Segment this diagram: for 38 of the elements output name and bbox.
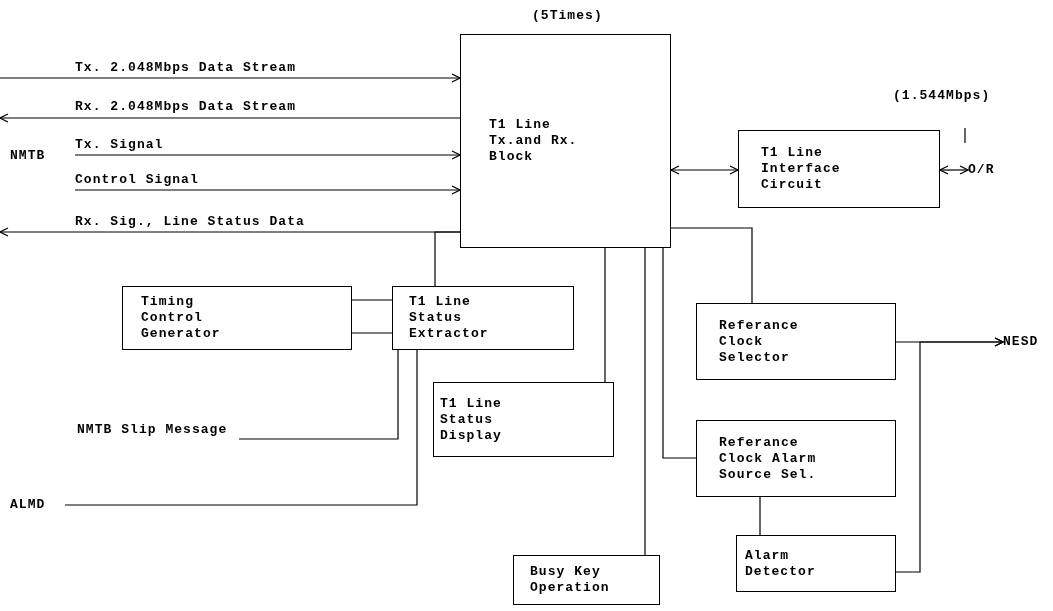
signal-name: ALMD (10, 496, 65, 514)
connector-line (351, 299, 393, 301)
edge-label: Rx. Sig., Line Status Data (75, 214, 305, 230)
connector-line (644, 247, 646, 556)
process-box: T1 Line Interface Circuit (738, 130, 940, 208)
signal-name: NESD (1003, 333, 1053, 351)
node-caption: (5Times) (532, 8, 603, 24)
arrow (670, 165, 739, 175)
arrow (0, 113, 461, 123)
process-box: Referance Clock Alarm Source Sel. (696, 420, 896, 497)
arrow (74, 150, 461, 160)
process-box: Referance Clock Selector (696, 303, 896, 380)
process-box: Alarm Detector (736, 535, 896, 592)
connector-line (351, 332, 393, 334)
signal-name: NMTB Slip Message (77, 421, 239, 439)
signal-label: NMTB (10, 148, 46, 164)
process-box: T1 Line Status Display (433, 382, 614, 457)
process-box: Busy Key Operation (513, 555, 660, 605)
signal-name: O/R (968, 160, 1008, 180)
edge-label: Tx. 2.048Mbps Data Stream (75, 60, 297, 76)
edge-label: Rx. 2.048Mbps Data Stream (75, 99, 297, 115)
edge-label: Control Signal (75, 172, 199, 188)
arrow (939, 165, 969, 175)
connector-line (238, 349, 399, 440)
edge-label: Tx. Signal (75, 137, 164, 153)
connector-line (604, 247, 606, 383)
arrow (0, 73, 461, 83)
connector-line (434, 231, 461, 287)
arrow (74, 185, 461, 195)
process-box: Timing Control Generator (122, 286, 352, 350)
connector-line (64, 349, 418, 506)
arrow (895, 337, 1004, 573)
connector-line (670, 227, 753, 304)
process-box: T1 Line Tx.and Rx. Block (460, 34, 671, 248)
signal-label: (1.544Mbps) (893, 88, 991, 104)
process-box: T1 Line Status Extractor (392, 286, 574, 350)
connector-line (662, 247, 697, 459)
connector-line (759, 496, 761, 536)
